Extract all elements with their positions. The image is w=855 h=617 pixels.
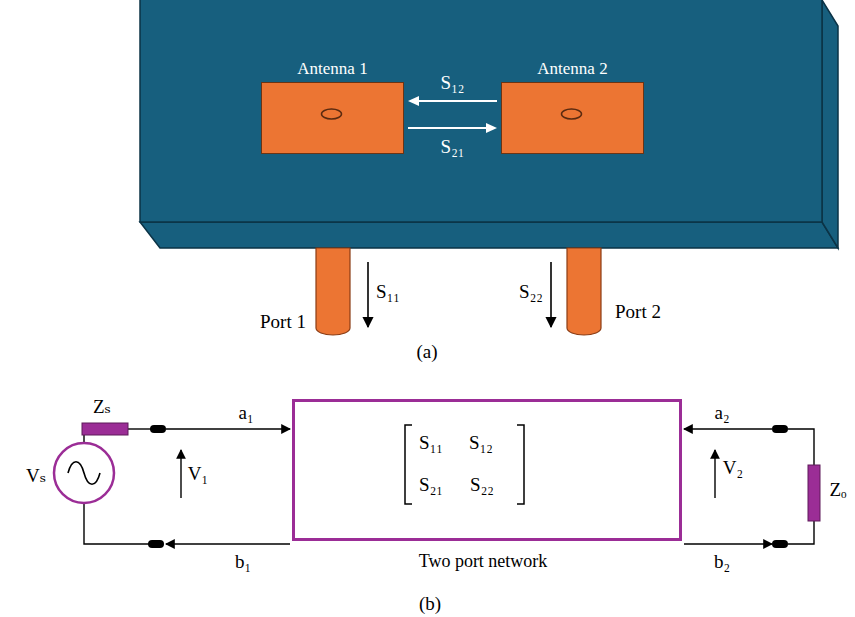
terminal [148, 540, 164, 548]
terminal [772, 540, 788, 548]
antenna-patch: Antenna 2 [501, 82, 644, 154]
matrix-bracket [517, 425, 524, 504]
voltage-label: V₂ [723, 457, 743, 479]
network-name: Two port network [419, 551, 548, 572]
coupling-line [417, 100, 497, 102]
feed-point [502, 83, 643, 153]
matrix-entry: S₂₂ [470, 474, 494, 496]
antenna-patch: Antenna 1 [261, 82, 404, 154]
port-label: Port 2 [615, 301, 661, 323]
coupling-line [408, 127, 488, 129]
port-label: Port 1 [260, 311, 306, 333]
port-connector [567, 248, 601, 335]
arrow-head [486, 123, 497, 133]
coupling-arrow [408, 96, 497, 106]
antenna-name: Antenna 2 [537, 59, 607, 79]
impedance-label: Zₛ [93, 396, 111, 418]
port-connector [316, 248, 350, 335]
circuit-board [140, 0, 838, 248]
arrow-head [408, 96, 419, 106]
voltage-source [54, 443, 114, 503]
parameter-label: S₁₂ [441, 72, 465, 94]
feed-point [562, 109, 582, 119]
voltage-arrow [180, 450, 181, 498]
wave-label: a₁ [238, 402, 253, 424]
matrix-bracket [295, 402, 679, 538]
parameter-label: S₂₂ [519, 281, 543, 303]
resistor-symbol [808, 465, 820, 521]
wave-label: a₂ [714, 402, 729, 424]
wave-label: b₂ [714, 551, 730, 573]
parameter-label: S₂₁ [441, 136, 465, 158]
wave-arrow [166, 543, 290, 544]
feed-point [322, 109, 342, 119]
wave-arrow [684, 428, 772, 429]
sine-symbol [68, 462, 100, 485]
voltage-label: V₁ [188, 463, 208, 485]
terminal [150, 425, 166, 433]
terminal [772, 425, 788, 433]
source-label: Vₛ [26, 465, 46, 487]
matrix-entry: S₂₁ [419, 474, 443, 496]
matrix-bracket [405, 425, 412, 504]
panel-label: (b) [419, 593, 441, 615]
wave-arrow [166, 428, 290, 429]
two-port-box: S₁₁S₁₂S₂₁S₂₂Two port network [292, 399, 682, 541]
wave-label: b₁ [235, 551, 251, 573]
parameter-label: S₁₁ [376, 281, 400, 303]
antenna-name: Antenna 1 [297, 59, 367, 79]
matrix-entry: S₁₂ [469, 432, 493, 454]
reflection-arrow [550, 262, 552, 327]
coupling-arrow [408, 123, 497, 133]
wave-arrow [684, 543, 772, 544]
impedance-label: Zₒ [829, 479, 846, 501]
reflection-arrow [367, 262, 369, 327]
panel-label: (a) [416, 341, 437, 363]
matrix-entry: S₁₁ [419, 432, 443, 454]
voltage-arrow [714, 450, 715, 498]
resistor-symbol [82, 423, 128, 435]
feed-point [262, 83, 403, 153]
